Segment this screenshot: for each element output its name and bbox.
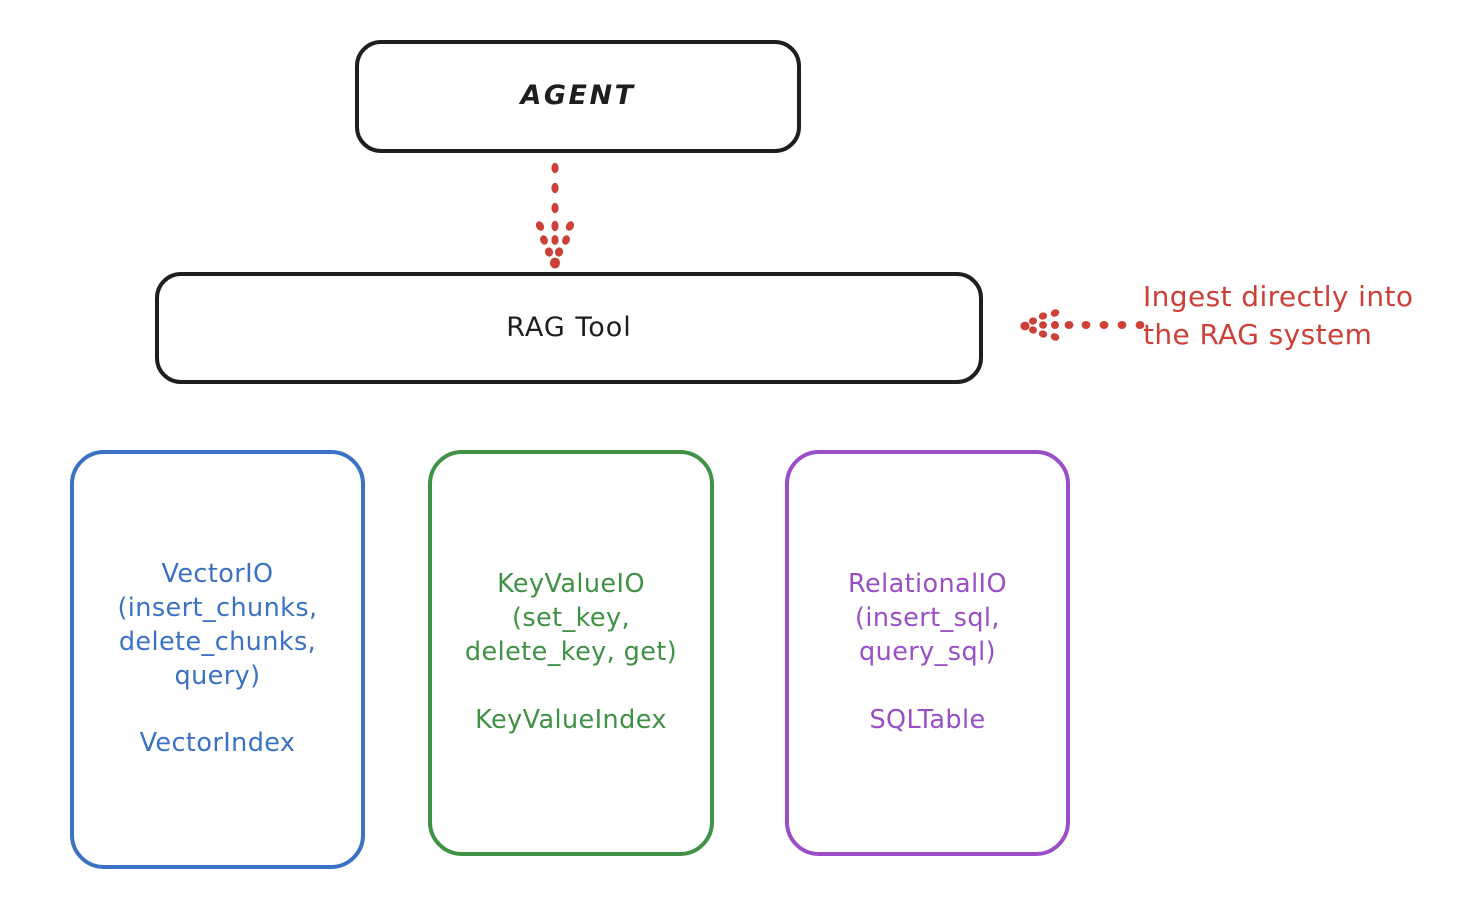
store-node-key-value-io-label: KeyValueIO (set_key, delete_key, get) Ke… (464, 569, 678, 735)
store-node-key-value-io[interactable]: KeyValueIO (set_key, delete_key, get) Ke… (428, 450, 714, 856)
agent-to-rag-tool-arrow (535, 162, 575, 269)
store-node-relational-io[interactable]: RelationalIO (insert_sql, query_sql) SQL… (785, 450, 1070, 856)
ingest-annotation-text: Ingest directly into the RAG system (1143, 280, 1414, 351)
agent-node-label: AGENT (520, 80, 636, 112)
store-node-vector-io[interactable]: VectorIO (insert_chunks, delete_chunks, … (70, 450, 365, 869)
rag-tool-node-label: RAG Tool (506, 311, 632, 343)
rag-tool-node[interactable]: RAG Tool (155, 272, 983, 384)
store-node-relational-io-label: RelationalIO (insert_sql, query_sql) SQL… (848, 569, 1007, 735)
ingest-into-rag-arrow (1020, 309, 1145, 341)
agent-node[interactable]: AGENT (355, 40, 801, 153)
store-node-vector-io-label: VectorIO (insert_chunks, delete_chunks, … (117, 558, 318, 759)
